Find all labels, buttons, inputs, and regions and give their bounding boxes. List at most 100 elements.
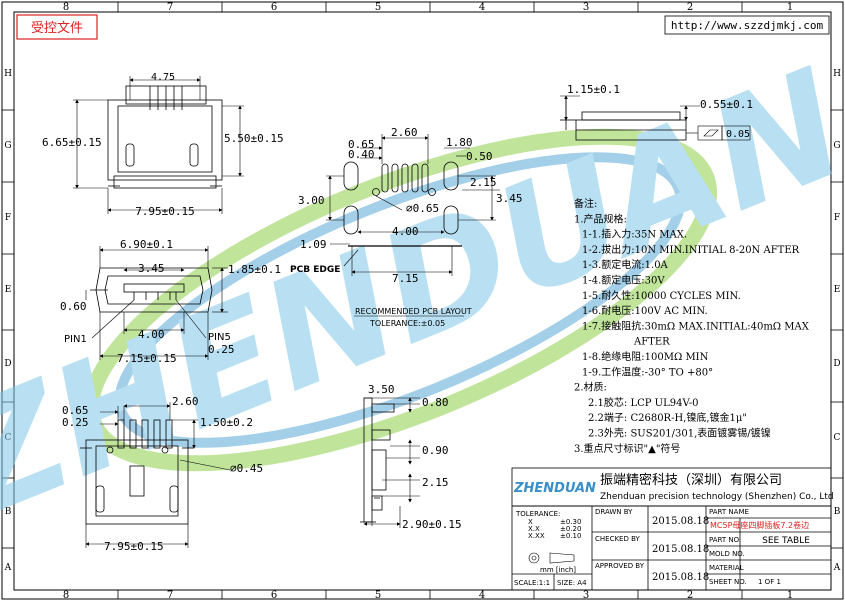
column-label-bottom: 6	[271, 590, 277, 601]
label-pin5: PIN5	[208, 332, 231, 343]
note-line: 1.产品规格:	[574, 212, 627, 225]
row-label-right: H	[833, 69, 841, 79]
column-label-bottom: 5	[375, 590, 381, 601]
row-label-left: F	[5, 213, 11, 223]
dim-pcb-715: 7.15	[392, 272, 419, 285]
column-label-top: 5	[375, 2, 381, 13]
dim-pcb-040: 0.40	[348, 148, 375, 161]
dim-front-025: 0.25	[208, 343, 235, 356]
dim-pcb-300: 3.00	[298, 194, 325, 207]
column-label-bottom: 2	[687, 590, 693, 601]
dim-pcb-dia: ⌀0.65	[406, 202, 439, 215]
dim-bot-065: 0.65	[62, 404, 89, 417]
dim-front-690: 6.90±0.1	[120, 238, 173, 251]
tol-xx-label: X.X	[528, 525, 540, 533]
drawn-by-label: DRAWN BY	[595, 508, 633, 516]
dim-bot-150: 1.50±0.2	[200, 416, 253, 429]
row-label-left: H	[4, 69, 12, 79]
note-line: 2.2端子: C2680R-H,镍底,镀金1μ"	[588, 411, 747, 424]
column-label-bottom: 4	[479, 590, 485, 601]
dim-top-overall-width: 7.95±0.15	[135, 205, 195, 218]
drawn-date: 2015.08.18	[652, 516, 709, 527]
side-detail-dims	[560, 95, 751, 141]
note-line: 1-3.额定电流:1.0A	[582, 258, 669, 271]
column-label-top: 1	[787, 2, 793, 13]
note-line: 3.重点尺寸标识"▲"符号	[574, 442, 680, 455]
url-text: http://www.szzdjmkj.com	[671, 19, 824, 32]
material-label: MATERIAL	[709, 564, 744, 572]
column-label-top: 2	[687, 2, 693, 13]
row-label-right: B	[834, 507, 841, 517]
size-label: SIZE: A4	[557, 579, 587, 587]
checked-by-label: CHECKED BY	[595, 535, 641, 543]
column-label-top: 4	[479, 2, 485, 13]
note-line: 2.材质:	[574, 381, 607, 394]
pcb-layout	[343, 161, 459, 235]
pcb-title: RECOMMENDED PCB LAYOUT	[355, 307, 472, 316]
part-no-value: SEE TABLE	[762, 536, 810, 546]
note-line: 1-6.耐电压:100V AC MIN.	[582, 304, 708, 317]
dim-bot-260: 2.60	[172, 395, 199, 408]
dim-top-width-4-75: 4.75	[151, 72, 175, 83]
inner-frame	[13, 11, 832, 591]
dim-front-400: 4.00	[138, 328, 165, 341]
part-name-label: PART NAME	[709, 508, 749, 516]
row-label-right: C	[834, 433, 841, 443]
row-label-right: E	[834, 285, 841, 295]
dim-top-height-right: 5.50±0.15	[224, 132, 284, 145]
dim-side-350: 3.50	[368, 383, 395, 396]
tol-x-label: X	[528, 518, 533, 526]
projection-symbol	[528, 552, 575, 564]
tol-x-value: ±0.30	[560, 518, 581, 526]
row-label-left: G	[4, 141, 11, 151]
note-line: 1-1.插入力:35N MAX.	[582, 228, 687, 241]
scale-label: SCALE:1:1	[514, 579, 550, 587]
row-label-left: D	[4, 359, 11, 369]
title-logo: ZHENDUAN	[513, 481, 596, 496]
front-view-dims	[85, 246, 228, 360]
dim-bot-dia: ⌀0.45	[230, 462, 263, 475]
row-label-right: F	[834, 213, 840, 223]
top-view-dims	[73, 76, 244, 214]
company-name-en: Zhenduan precision technology (Shenzhen)…	[600, 492, 834, 502]
dim-side-215: 2.15	[422, 476, 449, 489]
column-label-bottom: 1	[787, 590, 793, 601]
note-line: 1-9.工作温度:-30° TO +80°	[582, 365, 713, 378]
notes-block: 备注:1.产品规格:1-1.插入力:35N MAX.1-2.拔出力:10N MI…	[574, 197, 810, 455]
row-ticks	[2, 109, 843, 549]
dim-pcb-215: 2.15	[470, 176, 497, 189]
dim-pcb-109: 1.09	[300, 238, 327, 251]
checked-date: 2015.08.18	[652, 544, 709, 555]
side-view-dims	[363, 397, 420, 528]
sheet-no-value: 1 OF 1	[758, 578, 781, 586]
note-line: 1-7.接触阻抗:30mΩ MAX.INITIAL:40mΩ MAX	[582, 319, 810, 332]
url-box	[664, 15, 830, 35]
column-ticks	[117, 2, 743, 599]
dim-front-185: 1.85±0.1	[228, 263, 281, 276]
column-label-top: 8	[63, 2, 69, 13]
column-label-top: 6	[271, 2, 277, 13]
row-label-right: A	[833, 563, 841, 573]
dim-side-115: 1.15±0.1	[567, 83, 620, 96]
dim-pcb-400: 4.00	[392, 225, 419, 238]
dim-pcb-345: 3.45	[496, 192, 523, 205]
column-label-top: 3	[583, 2, 589, 13]
dim-pcb-050: 0.50	[466, 150, 493, 163]
note-line: AFTER	[633, 337, 670, 348]
dim-bot-025: 0.25	[62, 416, 89, 429]
note-line: 备注:	[574, 197, 597, 210]
part-no-label: PART NO.	[709, 536, 741, 544]
row-label-left: C	[5, 433, 12, 443]
mold-no-label: MOLD NO.	[709, 550, 745, 558]
tol-xxx-label: X.XX	[528, 532, 545, 540]
label-pin1: PIN1	[64, 334, 87, 345]
title-block	[511, 467, 832, 591]
approved-by-label: APPROVED BY	[595, 562, 645, 570]
pcb-dims	[326, 134, 500, 317]
dim-front-060: 0.60	[60, 300, 87, 313]
dim-pcb-180: 1.80	[446, 136, 473, 149]
tolerance-label: TOLERANCE:	[515, 510, 560, 518]
dim-bot-795: 7.95±0.15	[104, 540, 164, 553]
part-name-value: MC5P母座四脚插板7.2卷边	[710, 520, 809, 530]
